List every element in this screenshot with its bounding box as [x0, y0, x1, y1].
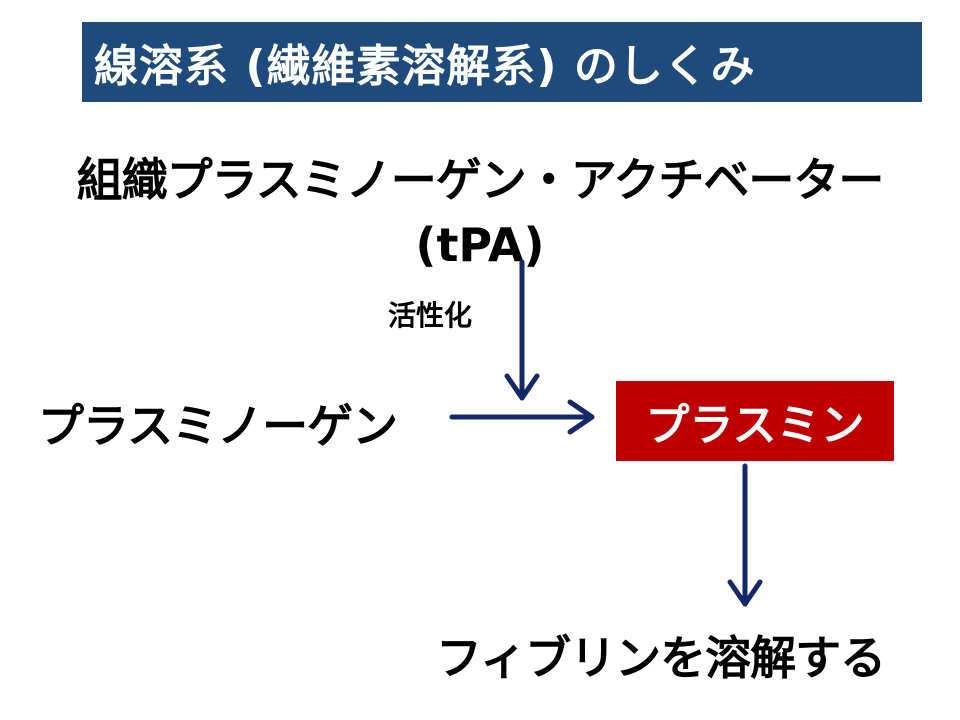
- page-title: 線溶系 (繊維素溶解系) のしくみ: [94, 41, 756, 92]
- conversion-arrow: [449, 399, 595, 435]
- plasminogen-label: プラスミノーゲン: [38, 399, 398, 453]
- tpa-label: 組織プラスミノーゲン・アクチベーター: [76, 153, 885, 207]
- plasmin-box: プラスミン: [616, 381, 894, 461]
- fibrin-dissolve-label: フィブリンを溶解する: [436, 631, 886, 685]
- dissolve-arrow: [727, 463, 763, 607]
- activation-label: 活性化: [388, 299, 473, 332]
- plasmin-label: プラスミン: [645, 400, 865, 451]
- activation-arrow: [504, 259, 540, 401]
- title-bar: 線溶系 (繊維素溶解系) のしくみ: [82, 22, 922, 102]
